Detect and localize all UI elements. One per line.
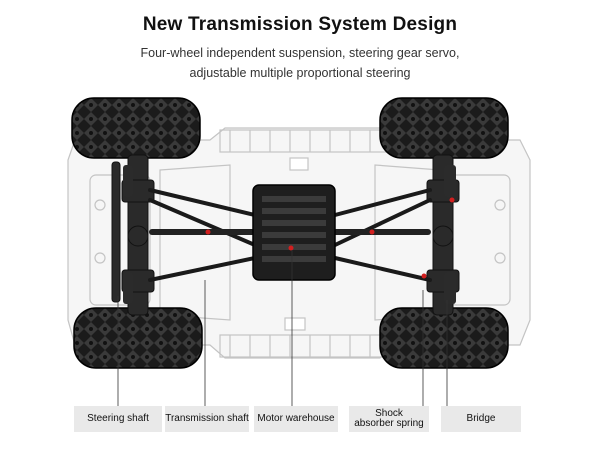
subtitle-line-2: adjustable multiple proportional steerin…	[189, 66, 411, 80]
shaft-joint-right	[369, 229, 375, 235]
page-title: New Transmission System Design	[142, 14, 458, 35]
tire-rear-left	[73, 307, 203, 369]
label-bridge: Bridge	[441, 406, 521, 432]
tire-rear-right	[379, 307, 509, 369]
label-motor-warehouse: Motor warehouse	[254, 406, 338, 432]
label-transmission-shaft: Transmission shaft	[165, 406, 249, 432]
suspension-links	[148, 188, 432, 282]
shock-absorbers	[123, 165, 456, 304]
motor-warehouse	[252, 184, 336, 281]
chassis-illustration	[67, 97, 531, 406]
subtitle-line-1: Four-wheel independent suspension, steer…	[140, 46, 460, 60]
label-shock-absorber-spring: Shock absorber spring	[349, 406, 429, 432]
shaft-joint-left	[205, 229, 211, 235]
leader-lines	[117, 250, 448, 406]
label-steering-shaft: Steering shaft	[74, 406, 162, 432]
tire-front-left	[71, 97, 201, 159]
tire-front-right	[379, 97, 509, 159]
